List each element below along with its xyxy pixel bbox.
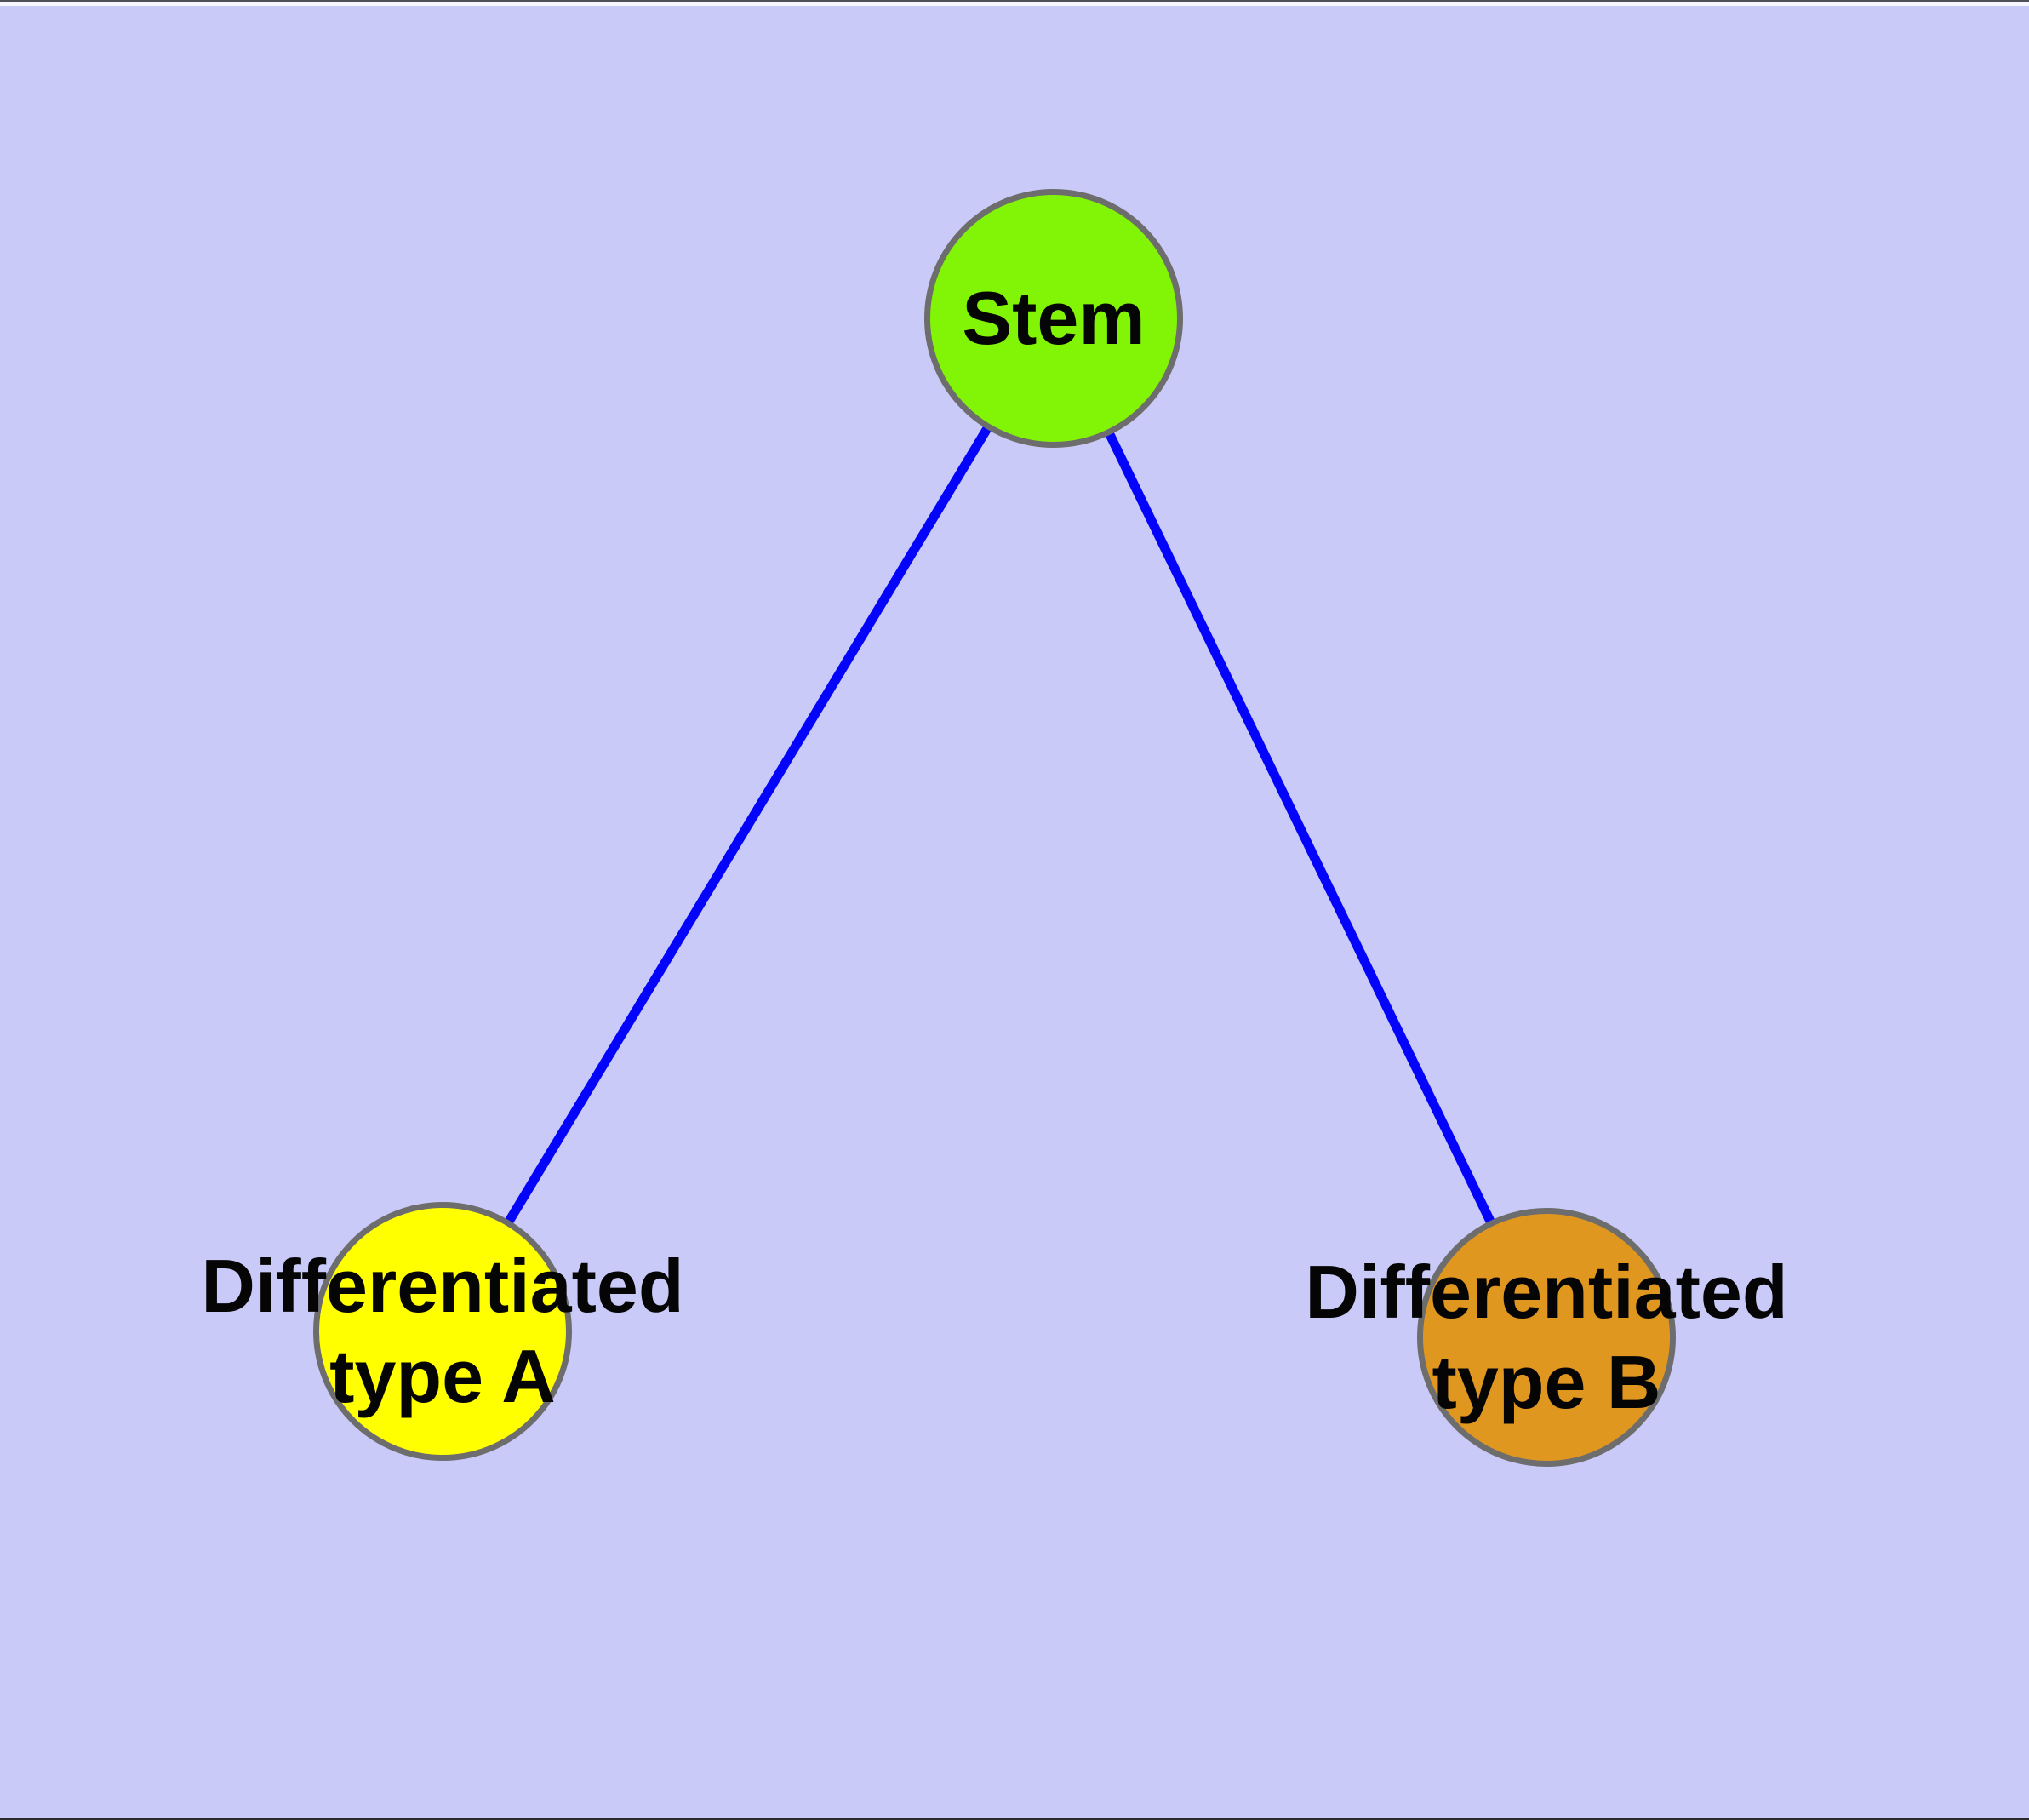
node-differentiated-type-b-label: Differentiated type B [1305,1247,1787,1428]
node-differentiated-type-a-label-line1: Differentiated [201,1244,684,1328]
window-top-edge [0,0,2029,6]
node-differentiated-type-a-label-line2: type A [329,1334,556,1418]
node-differentiated-type-b-label-line2: type B [1432,1340,1661,1424]
window-bottom-edge [0,1818,2029,1820]
node-stem-label-line1: Stem [962,276,1146,360]
node-stem-circle [924,189,1183,448]
node-differentiated-type-a-label: Differentiated type A [201,1241,683,1422]
edge-stem-to-type-b [1049,316,1551,1340]
node-differentiated-type-b-label-line1: Differentiated [1305,1250,1788,1334]
edge-stem-to-type-a [438,316,1058,1334]
node-differentiated-type-b-circle [1417,1208,1676,1467]
node-stem-label: Stem [962,273,1145,363]
node-differentiated-type-a-circle [313,1202,572,1461]
